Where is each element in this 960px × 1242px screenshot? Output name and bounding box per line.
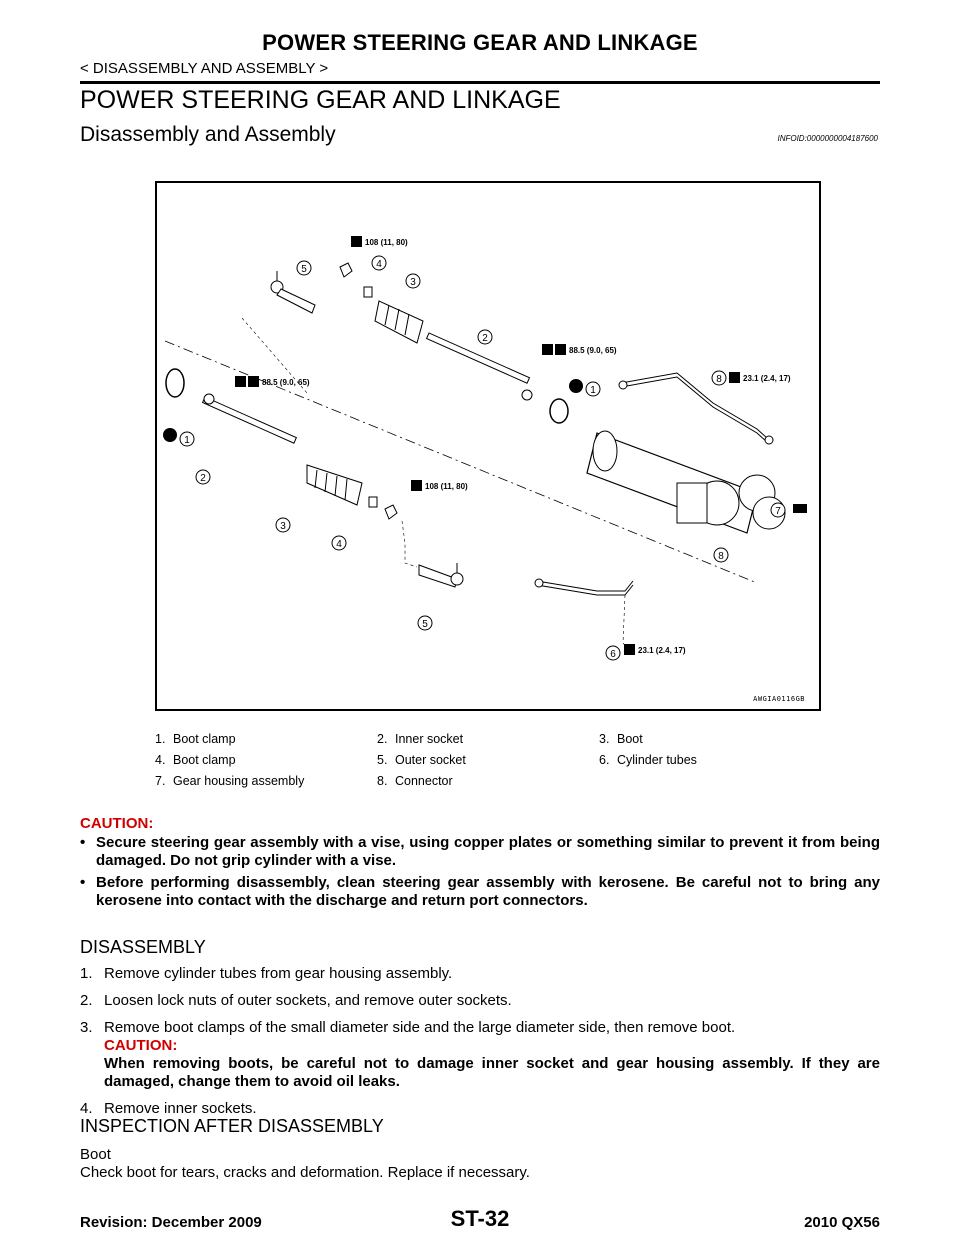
lock-nut-left [384,504,398,520]
step-item: 2.Loosen lock nuts of outer sockets, and… [80,992,512,1009]
exploded-view-figure: 5 4 3 2 1 1 2 3 4 5 8 7 8 6 [155,181,821,711]
figure-id: AWGIA0116GB [753,695,805,703]
caution-bullet: •Before performing disassembly, clean st… [80,874,880,909]
callout-2-left: 2 [200,473,206,484]
outer-socket-left [418,563,464,588]
step-caution-text: When removing boots, be careful not to d… [104,1055,880,1090]
torque-label-6: 23.1 (2.4, 17) [638,646,686,655]
lock-nut-upper [339,262,353,278]
callout-4-left: 4 [336,539,342,550]
step-item: 4.Remove inner sockets. [80,1100,257,1117]
callout-7: 7 [775,506,781,517]
inner-socket-left [201,393,298,444]
caution-bullet: •Secure steering gear assembly with a vi… [80,834,880,869]
inspection-label: Boot [80,1146,111,1163]
callout-3-left: 3 [280,521,286,532]
replace-icon-left [163,428,177,442]
callout-5-upper: 5 [301,264,307,275]
disassembly-steps: 1.Remove cylinder tubes from gear housin… [80,965,880,1127]
legend-row: 1.Boot clamp 2.Inner socket 3.Boot [155,732,821,753]
callout-3-upper: 3 [410,277,416,288]
exploded-view-drawing: 5 4 3 2 1 1 2 3 4 5 8 7 8 6 [163,236,807,661]
legend-item: Inner socket [395,732,464,746]
callout-8-upper: 8 [716,374,722,385]
model-name: 2010 QX56 [804,1214,880,1231]
replace-icon-right [569,379,583,393]
caution-heading: CAUTION: [80,815,154,832]
step-caution-heading: CAUTION: [104,1037,178,1054]
outer-socket-upper [270,271,316,314]
legend-item: Connector [395,774,453,788]
legend-item: Boot clamp [173,753,236,767]
boot-clamp-left [165,368,185,398]
torque-icons [163,236,807,655]
boot-clamp-right [549,398,569,424]
step-item: 3. Remove boot clamps of the small diame… [80,1019,880,1090]
callout-4-upper: 4 [376,259,382,270]
page-number: ST-32 [450,1206,510,1231]
info-id: INFOID:0000000004187600 [777,134,878,143]
gear-housing-assembly [586,430,786,534]
legend-row: 4.Boot clamp 5.Outer socket 6.Cylinder t… [155,753,821,774]
boot-clamp-small-left [368,496,378,508]
breadcrumb: < DISASSEMBLY AND ASSEMBLY > [80,60,329,77]
torque-label-3: 88.5 (9.0, 65) [569,346,617,355]
boot-clamp-small-upper [363,286,373,298]
inspection-text: Check boot for tears, cracks and deforma… [80,1164,530,1181]
page-header-title: POWER STEERING GEAR AND LINKAGE [262,30,698,55]
torque-label-2: 88.5 (9.0, 65) [262,378,310,387]
inspection-heading: INSPECTION AFTER DISASSEMBLY [80,1116,384,1136]
callout-5-left: 5 [422,619,428,630]
caution-block: CAUTION: •Secure steering gear assembly … [80,815,880,914]
inner-socket-upper [425,332,531,384]
fluid-icon [793,504,807,513]
legend-item: Boot clamp [173,732,236,746]
torque-label-1: 108 (11, 80) [365,238,408,247]
section-title: POWER STEERING GEAR AND LINKAGE [80,86,561,114]
callout-1-right: 1 [590,385,596,396]
callout-6: 6 [610,649,616,660]
legend-item: Outer socket [395,753,466,767]
header-rule [80,81,880,84]
torque-label-4: 23.1 (2.4, 17) [743,374,791,383]
callout-1-left: 1 [184,435,190,446]
torque-label-5: 108 (11, 80) [425,482,468,491]
boot-upper [374,300,424,344]
legend-item: Boot [617,732,643,746]
callout-8-lower: 8 [718,551,724,562]
legend-item: Gear housing assembly [173,774,305,788]
revision-date: Revision: December 2009 [80,1214,262,1231]
legend-item: Cylinder tubes [617,753,697,767]
boot-left [306,464,363,506]
step-item: 1.Remove cylinder tubes from gear housin… [80,965,453,982]
cylinder-tubes [534,372,774,596]
callout-2-upper: 2 [482,333,488,344]
legend-row: 7.Gear housing assembly 8.Connector [155,774,821,795]
parts-legend: 1.Boot clamp 2.Inner socket 3.Boot 4.Boo… [155,732,821,795]
subsection-title: Disassembly and Assembly [80,123,336,146]
disassembly-heading: DISASSEMBLY [80,937,206,957]
